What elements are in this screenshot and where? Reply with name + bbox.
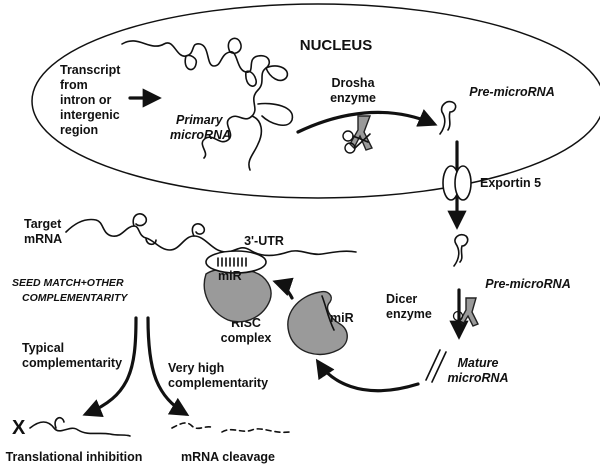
primary-hairpin-4 <box>265 65 289 82</box>
binding-site <box>205 250 267 274</box>
mature-microrna-label: Mature microRNA <box>447 356 508 385</box>
svg-text:enzyme: enzyme <box>330 91 376 105</box>
risc-mir-label: miR <box>330 311 354 325</box>
svg-text:SEED MATCH+OTHER: SEED MATCH+OTHER <box>12 277 124 289</box>
x-mark: X <box>12 417 26 439</box>
very-high-complementarity-label: Very high complementarity <box>168 361 268 390</box>
svg-text:Drosha: Drosha <box>331 76 375 90</box>
dicer-scissors-icon <box>452 297 479 332</box>
typical-complementarity-label: Typical complementarity <box>22 341 122 370</box>
risc-to-target-arrow <box>272 277 294 300</box>
drosha-arrow <box>296 109 438 134</box>
svg-text:complementarity: complementarity <box>168 376 268 390</box>
inhibited-hairpin <box>54 416 65 429</box>
pre-microrna-cytoplasm-label: Pre-microRNA <box>485 277 570 291</box>
risc-mir-strand <box>321 295 335 331</box>
seed-pairing-ticks <box>217 257 247 267</box>
target-mrna-strand <box>65 218 357 257</box>
risc-loading-arrow <box>315 358 420 393</box>
svg-text:Primary: Primary <box>176 113 224 127</box>
pre-microrna-cytoplasm-hairpin <box>453 233 469 267</box>
svg-text:Target: Target <box>24 217 62 231</box>
svg-text:intergenic: intergenic <box>60 108 120 122</box>
primary-microrna-label: Primary microRNA <box>170 113 231 142</box>
drosha-scissors-icon <box>342 115 373 154</box>
bound-mir-label: miR <box>218 269 242 283</box>
pre-microrna-nucleus-hairpin <box>439 100 457 135</box>
svg-text:complex: complex <box>221 331 272 345</box>
exportin-5-pore-icon <box>442 165 472 201</box>
svg-text:Typical: Typical <box>22 341 64 355</box>
svg-text:from: from <box>60 78 88 92</box>
pre-microrna-nucleus-label: Pre-microRNA <box>469 85 554 99</box>
primary-hairpin-3 <box>245 70 257 87</box>
target-hairpin-1 <box>132 213 148 227</box>
svg-text:complementarity: complementarity <box>22 356 122 370</box>
svg-text:intron or: intron or <box>60 93 112 107</box>
nucleus-membrane <box>31 3 600 199</box>
exportin-5-label: Exportin 5 <box>480 176 541 190</box>
cleaved-mrna-strand <box>171 422 291 434</box>
utr-label: 3'-UTR <box>244 234 284 248</box>
inhibited-mrna-strand <box>29 421 131 437</box>
target-hairpin-2 <box>145 237 157 246</box>
drosha-label: Drosha enzyme <box>330 76 376 105</box>
primary-microrna-strand <box>121 40 271 171</box>
risc-complex-shape <box>287 290 348 355</box>
typical-outcome-arrow <box>82 316 138 418</box>
mature-microrna-duplex <box>425 349 447 383</box>
nucleus-title: NUCLEUS <box>300 37 373 54</box>
svg-text:Very high: Very high <box>168 361 224 375</box>
svg-text:microRNA: microRNA <box>447 371 508 385</box>
svg-text:mRNA: mRNA <box>24 232 62 246</box>
svg-text:Dicer: Dicer <box>386 292 417 306</box>
mrna-cleavage-label: mRNA cleavage <box>181 450 275 464</box>
seed-match-label: SEED MATCH+OTHER COMPLEMENTARITY <box>12 277 128 304</box>
svg-text:region: region <box>60 123 98 137</box>
svg-text:enzyme: enzyme <box>386 307 432 321</box>
primary-hairpin-5 <box>257 102 294 127</box>
svg-text:microRNA: microRNA <box>170 128 231 142</box>
target-mrna-label: Target mRNA <box>24 217 62 246</box>
target-hairpin-3 <box>191 223 206 237</box>
dicer-label: Dicer enzyme <box>386 292 432 321</box>
primary-hairpin-2 <box>227 37 242 55</box>
svg-text:Mature: Mature <box>458 356 499 370</box>
transcript-label: Transcript from intron or intergenic reg… <box>60 63 121 137</box>
high-outcome-arrow <box>146 316 190 416</box>
translational-inhibition-label: Translational inhibition <box>6 450 143 464</box>
svg-text:COMPLEMENTARITY: COMPLEMENTARITY <box>22 292 128 304</box>
svg-text:Transcript: Transcript <box>60 63 121 77</box>
primary-hairpin-1 <box>184 54 198 71</box>
